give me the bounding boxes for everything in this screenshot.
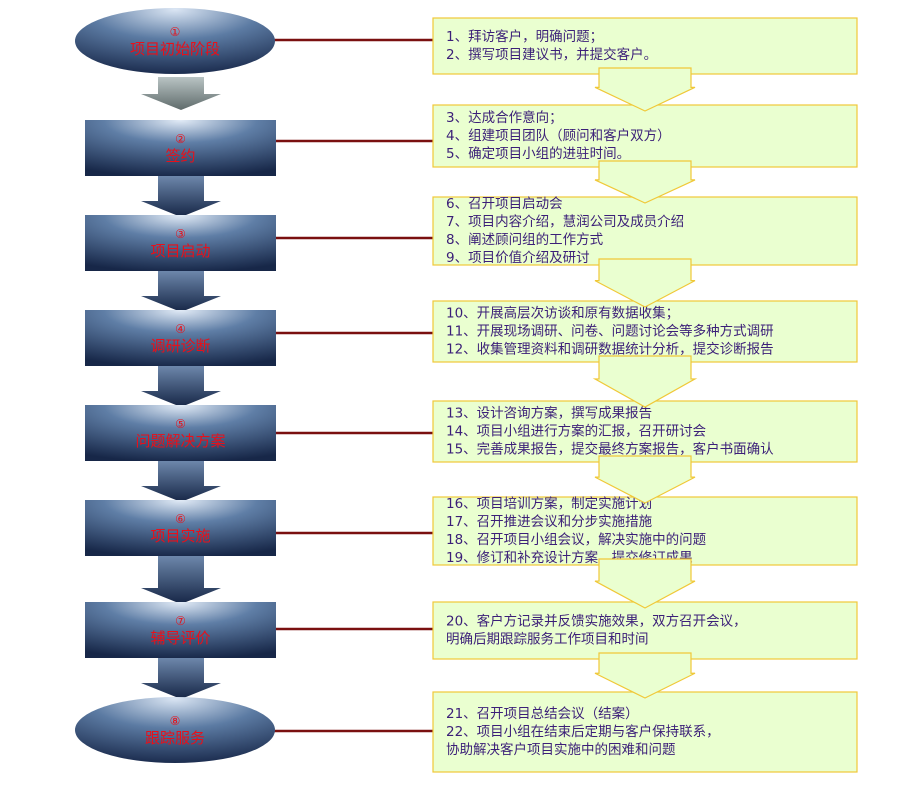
description-line: 1、拜访客户，明确问题；: [446, 28, 603, 45]
stage-label: 跟踪服务: [145, 729, 205, 747]
description-line: 22、项目小组在结束后定期与客户保持联系，: [446, 723, 720, 740]
stage-number: ②: [175, 132, 186, 146]
description-box: [432, 400, 858, 463]
description-line: 4、组建项目团队（顾问和客户双方）: [446, 127, 671, 144]
stage-number: ⑥: [175, 512, 186, 526]
stage-ellipse: [75, 8, 275, 74]
description-line: 16、项目培训方案，制定实施计划: [446, 495, 652, 512]
stage-number: ⑦: [175, 614, 186, 628]
stage-arrow-down: [141, 556, 221, 604]
description-line: 2、撰写项目建议书，并提交客户。: [446, 46, 657, 63]
stage-number: ⑤: [175, 417, 186, 431]
description-line: 17、召开推进会议和分步实施措施: [446, 514, 653, 530]
description-line: 明确后期跟踪服务工作项目和时间: [446, 632, 649, 648]
description-line: 12、收集管理资料和调研数据统计分析，提交诊断报告: [446, 341, 774, 358]
box-arrow-down: [594, 652, 696, 699]
description-line: 11、开展现场调研、问卷、问题讨论会等多种方式调研: [446, 323, 774, 340]
description-line: 5、确定项目小组的进驻时间。: [446, 146, 630, 162]
stage-label: 辅导评价: [150, 629, 210, 647]
description-line: 18、召开项目小组会议，解决实施中的问题: [446, 532, 706, 548]
stage-arrow-down: [141, 271, 221, 312]
stage-box: [85, 602, 276, 658]
box-arrow-down: [594, 67, 696, 112]
box-arrow-down: [594, 258, 696, 308]
description-box: [432, 104, 858, 168]
stage-number: ①: [170, 25, 181, 39]
stage-box: [85, 215, 276, 271]
stage-number: ③: [175, 227, 186, 241]
stage-label: 项目实施: [150, 527, 210, 545]
description-box: [432, 17, 858, 75]
stage-label: 问题解决方案: [135, 432, 225, 450]
box-arrow-down: [594, 455, 696, 504]
stage-label: 调研诊断: [150, 337, 210, 355]
stage-box: [85, 405, 276, 461]
description-box: [432, 196, 858, 266]
box-arrow-down: [594, 558, 696, 609]
box-arrow-down: [594, 160, 696, 204]
stage-arrow-down: [141, 176, 221, 217]
stage-number: ④: [175, 322, 186, 336]
description-line: 20、客户方记录并反馈实施效果，双方召开会议，: [446, 613, 747, 630]
stage-label: 项目启动: [150, 242, 210, 260]
description-line: 8、阐述顾问组的工作方式: [446, 232, 604, 248]
stage-label: 签约: [165, 147, 195, 165]
description-line: 13、设计咨询方案，撰写成果报告: [446, 405, 652, 422]
stage-ellipse: [75, 697, 275, 763]
description-line: 10、开展高层次访谈和原有数据收集；: [446, 305, 679, 322]
description-line: 14、项目小组进行方案的汇报，召开研讨会: [446, 423, 706, 440]
description-box: [432, 601, 858, 660]
stage-arrow-down: [141, 77, 221, 110]
description-box: [432, 300, 858, 363]
description-line: 7、项目内容介绍，慧润公司及成员介绍: [446, 213, 684, 230]
description-box: [432, 691, 858, 773]
stage-arrow-down: [141, 366, 221, 407]
stage-arrow-down: [141, 461, 221, 502]
description-line: 9、项目价值介绍及研讨: [446, 250, 590, 266]
description-line: 15、完善成果报告，提交最终方案报告，客户书面确认: [446, 441, 774, 458]
description-line: 21、召开项目总结会议（结案）: [446, 705, 639, 722]
box-arrow-down: [592, 355, 698, 408]
stage-number: ⑧: [170, 714, 181, 728]
description-line: 3、达成合作意向；: [446, 109, 563, 126]
stage-arrow-down: [141, 658, 221, 699]
stage-box: [85, 120, 276, 176]
stage-box: [85, 310, 276, 366]
stage-box: [85, 500, 276, 556]
description-box: [432, 496, 858, 566]
stage-label: 项目初始阶段: [130, 40, 220, 58]
description-line: 6、召开项目启动会: [446, 196, 563, 212]
description-line: 协助解决客户项目实施中的困难和问题: [446, 741, 676, 758]
